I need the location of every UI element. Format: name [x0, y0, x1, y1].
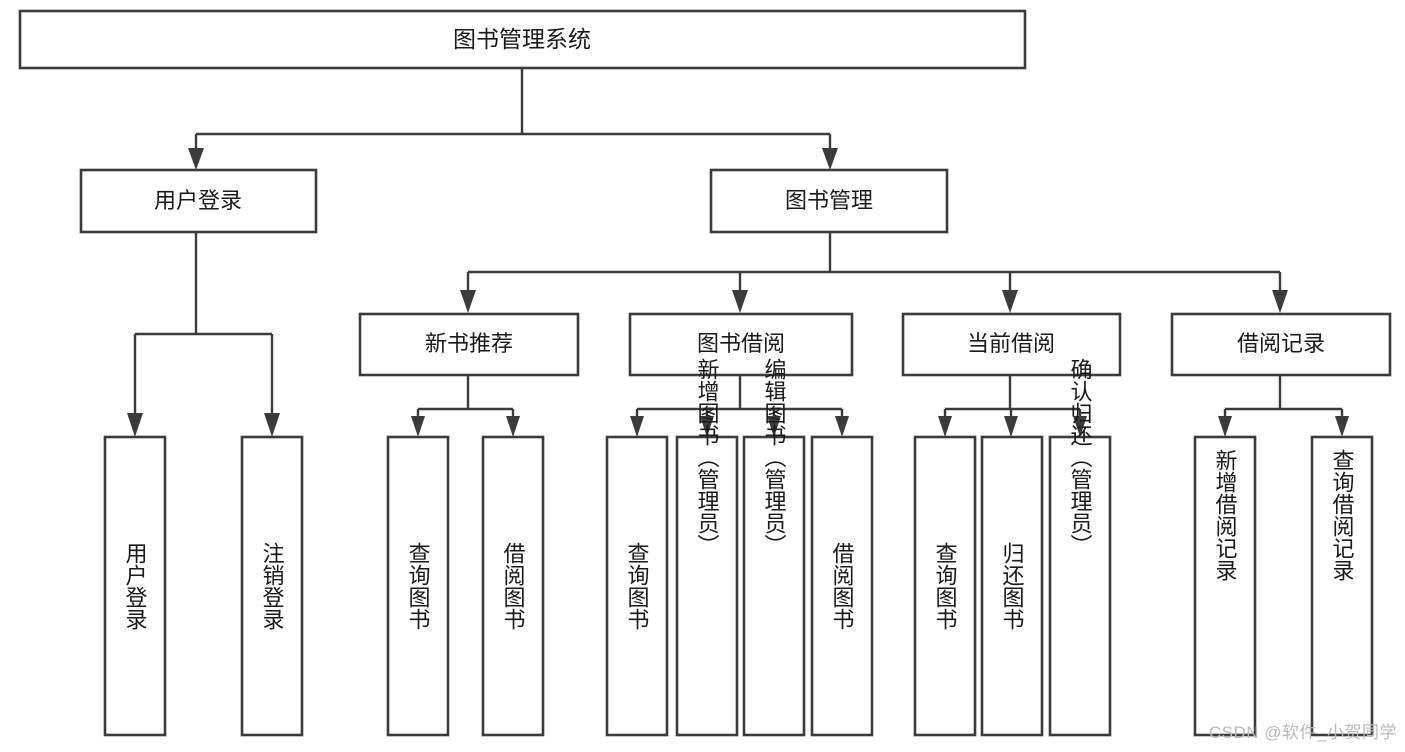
leaf-bb-query-book-label: 查询图书: [625, 542, 650, 630]
arrow-head-bb-leaf-4: [835, 416, 849, 437]
leaf-br-add-record-box[interactable]: [1193, 435, 1257, 737]
arrow-head-current-borrow: [1002, 290, 1018, 313]
leaf-cb-return-book-box[interactable]: [980, 435, 1044, 737]
leaf-nb-borrow-book-box[interactable]: [481, 435, 545, 737]
leaf-bb-query-book-box[interactable]: [605, 435, 669, 737]
arrow-head-leaf-logout: [264, 413, 280, 437]
leaf-bb-add-book[interactable]: 新增图书（管理员）: [675, 358, 739, 737]
arrow-head-book-borrow: [732, 290, 748, 313]
node-book-manage[interactable]: 图书管理: [709, 168, 949, 234]
node-book-borrow-box[interactable]: [628, 312, 854, 377]
leaf-cb-confirm-return-label: 确认归还（管理员）: [1068, 358, 1093, 556]
leaf-bb-query-book[interactable]: 查询图书: [605, 435, 669, 737]
leaf-br-query-record[interactable]: 查询借阅记录: [1310, 435, 1374, 737]
node-root[interactable]: 图书管理系统: [18, 9, 1027, 70]
node-current-borrow-label: 当前借阅: [967, 331, 1055, 356]
connector-layer: [127, 68, 1349, 437]
node-new-book-recommend[interactable]: 新书推荐: [358, 312, 580, 377]
arrow-head-nb-leaf-1: [411, 416, 425, 437]
arrow-head-cb-leaf-2: [1004, 416, 1018, 437]
node-user-login-label: 用户登录: [154, 188, 242, 213]
arrow-head-cb-leaf-3: [1073, 416, 1087, 437]
node-new-book-recommend-box[interactable]: [358, 312, 580, 377]
node-book-borrow-label: 图书借阅: [697, 331, 785, 356]
leaf-cb-query-book[interactable]: 查询图书: [913, 435, 977, 737]
leaf-nb-query-book[interactable]: 查询图书: [386, 435, 450, 737]
node-book-manage-box[interactable]: [709, 168, 949, 234]
leaf-bb-edit-book[interactable]: 编辑图书（管理员）: [742, 358, 806, 737]
node-borrow-record-box[interactable]: [1170, 312, 1392, 377]
node-root-box[interactable]: [18, 9, 1027, 70]
leaf-br-add-record[interactable]: 新增借阅记录: [1193, 435, 1257, 737]
leaf-nb-borrow-book[interactable]: 借阅图书: [481, 435, 545, 737]
leaf-bb-add-book-box[interactable]: [675, 435, 739, 737]
leaf-cb-query-book-label: 查询图书: [933, 542, 958, 630]
arrow-head-book-manage: [822, 148, 838, 170]
node-book-borrow[interactable]: 图书借阅: [628, 312, 854, 377]
csdn-watermark: CSDN @软件_小贺同学: [1208, 723, 1397, 742]
node-book-manage-label: 图书管理: [785, 188, 873, 213]
leaf-nb-query-book-label: 查询图书: [406, 542, 431, 630]
leaf-user-login[interactable]: 用户登录: [103, 435, 167, 737]
arrow-head-leaf-user-login: [127, 413, 143, 437]
leaf-user-login-label: 用户登录: [123, 542, 148, 630]
leaf-nb-borrow-book-label: 借阅图书: [501, 542, 526, 630]
arrow-head-cb-leaf-1: [938, 416, 952, 437]
leaf-bb-borrow-book[interactable]: 借阅图书: [810, 435, 874, 737]
leaf-logout-label: 注销登录: [260, 542, 285, 630]
leaf-logout-box[interactable]: [240, 435, 304, 737]
leaf-bb-borrow-book-label: 借阅图书: [830, 542, 855, 630]
leaf-cb-confirm-return[interactable]: 确认归还（管理员）: [1048, 358, 1112, 737]
arrow-head-br-leaf-1: [1218, 416, 1232, 437]
arrow-head-borrow-record: [1272, 290, 1288, 313]
arrow-head-new-book: [460, 290, 476, 313]
arrow-head-bb-leaf-3: [767, 416, 781, 437]
node-new-book-recommend-label: 新书推荐: [425, 331, 513, 356]
node-user-login-box[interactable]: [79, 168, 318, 234]
arrow-head-br-leaf-2: [1335, 416, 1349, 437]
arrow-head-user-login: [188, 148, 204, 170]
leaf-bb-edit-book-box[interactable]: [742, 435, 806, 737]
node-borrow-record-label: 借阅记录: [1237, 331, 1325, 356]
arrow-head-bb-leaf-1: [630, 416, 644, 437]
arrow-head-nb-leaf-2: [506, 416, 520, 437]
leaf-cb-query-book-box[interactable]: [913, 435, 977, 737]
node-root-label: 图书管理系统: [453, 26, 591, 52]
leaf-br-query-record-box[interactable]: [1310, 435, 1374, 737]
leaf-user-login-box[interactable]: [103, 435, 167, 737]
node-current-borrow[interactable]: 当前借阅: [901, 312, 1122, 377]
leaf-cb-return-book[interactable]: 归还图书: [980, 435, 1044, 737]
leaf-br-query-record-label: 查询借阅记录: [1330, 449, 1355, 581]
leaf-bb-add-book-label: 新增图书（管理员）: [695, 358, 720, 556]
leaf-br-add-record-label: 新增借阅记录: [1213, 449, 1238, 581]
node-current-borrow-box[interactable]: [901, 312, 1122, 377]
leaf-cb-confirm-return-box[interactable]: [1048, 435, 1112, 737]
leaf-cb-return-book-label: 归还图书: [1000, 542, 1025, 630]
node-borrow-record[interactable]: 借阅记录: [1170, 312, 1392, 377]
leaf-bb-edit-book-label: 编辑图书（管理员）: [762, 358, 787, 556]
node-user-login[interactable]: 用户登录: [79, 168, 318, 234]
leaf-nb-query-book-box[interactable]: [386, 435, 450, 737]
leaf-bb-borrow-book-box[interactable]: [810, 435, 874, 737]
arrow-head-bb-leaf-2: [700, 416, 714, 437]
leaf-logout[interactable]: 注销登录: [240, 435, 304, 737]
